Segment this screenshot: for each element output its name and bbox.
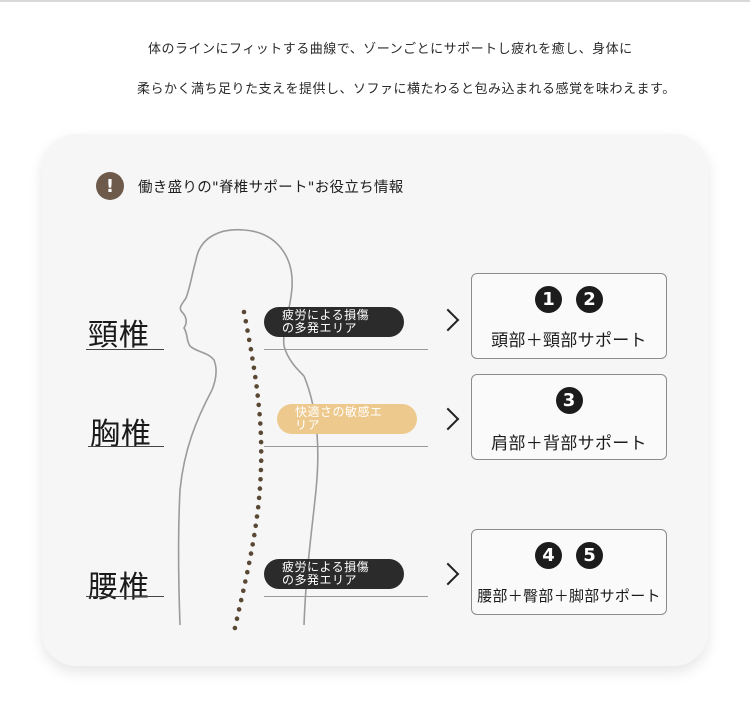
spine-dot (238, 597, 244, 603)
spine-dot (245, 328, 250, 333)
spine-dot (253, 374, 258, 380)
fatigue-zone-pill: 疲労による損傷 の多発エリア (264, 559, 404, 589)
fatigue-zone-pill: 疲労による損傷 の多発エリア (264, 307, 404, 337)
spine-dot (258, 458, 264, 464)
spine-dot (248, 346, 254, 352)
region-underline (86, 596, 164, 597)
spine-dot (232, 625, 238, 631)
number-badges: 1 2 (472, 286, 666, 313)
spine-dot (245, 569, 250, 575)
spine-dot (234, 616, 240, 621)
top-divider (0, 0, 750, 2)
connector-line (264, 446, 428, 447)
support-label: 頭部＋頸部サポート (491, 331, 647, 351)
spine-dot (253, 523, 258, 529)
info-title: 働き盛りの"脊椎サポート"お役立ち情報 (138, 179, 404, 196)
spine-dot (250, 542, 255, 547)
connector-line (264, 349, 428, 350)
spine-dot (255, 504, 261, 510)
spine-dot (236, 607, 242, 612)
spine-dot (241, 588, 246, 594)
region-label-cervical: 頸椎 (88, 318, 150, 353)
number-badges: 4 5 (472, 542, 666, 569)
region-underline (86, 349, 164, 350)
spine-dot (246, 560, 252, 566)
spine-dot (255, 393, 260, 398)
spine-dot (243, 579, 248, 584)
spine-dot (250, 356, 255, 361)
support-box-waist-hip-leg: 4 5 腰部＋臀部＋脚部サポート (471, 529, 667, 615)
number-badge: 1 (535, 286, 562, 313)
spine-dot (258, 430, 264, 436)
number-badges: 3 (472, 387, 666, 414)
spine-dots (232, 309, 264, 631)
region-underline (88, 446, 164, 447)
support-box-shoulder-back: 3 肩部＋背部サポート (471, 374, 667, 460)
pill-text: 快適さの敏感エ リア (295, 405, 383, 432)
spine-dot (257, 411, 262, 417)
spine-dot (254, 514, 260, 519)
spine-dot (258, 477, 263, 482)
pill-text: 疲労による損傷 の多発エリア (282, 560, 370, 587)
support-label: 腰部＋臀部＋脚部サポート (477, 587, 661, 605)
spine-dot (241, 309, 247, 315)
support-box-head-neck: 1 2 頭部＋頸部サポート (471, 273, 667, 359)
spine-dot (254, 384, 259, 389)
spine-dot (256, 402, 262, 408)
intro-line-1: 体のラインにフィットする曲線で、ゾーンごとにサポートし疲れを癒し、身体に (148, 42, 633, 57)
comfort-zone-pill: 快適さの敏感エ リア (277, 404, 417, 434)
spine-dot (243, 319, 249, 324)
spine-dot (257, 486, 263, 491)
spine-dot (258, 467, 264, 473)
spine-dot (256, 495, 262, 501)
info-header: ! 働き盛りの"脊椎サポート"お役立ち情報 (96, 172, 404, 200)
spine-dot (251, 365, 257, 371)
spine-dot (248, 551, 254, 556)
number-badge: 2 (576, 286, 603, 313)
support-label: 肩部＋背部サポート (491, 434, 647, 454)
number-badge: 5 (576, 542, 603, 569)
exclamation-icon: ! (96, 172, 124, 200)
spine-dot (258, 421, 263, 426)
spine-dot (252, 532, 257, 538)
number-badge: 4 (535, 542, 562, 569)
region-label-lumbar: 腰椎 (88, 570, 150, 605)
pill-text: 疲労による損傷 の多発エリア (282, 308, 370, 335)
connector-line (264, 596, 428, 597)
spine-dot (258, 439, 264, 445)
number-badge: 3 (555, 387, 583, 414)
intro-line-2: 柔らかく満ち足りた支えを提供し、ソファに横たわると包み込まれる感覚を味わえます。 (137, 82, 676, 97)
spine-dot (246, 337, 252, 343)
spine-dot (258, 449, 264, 454)
